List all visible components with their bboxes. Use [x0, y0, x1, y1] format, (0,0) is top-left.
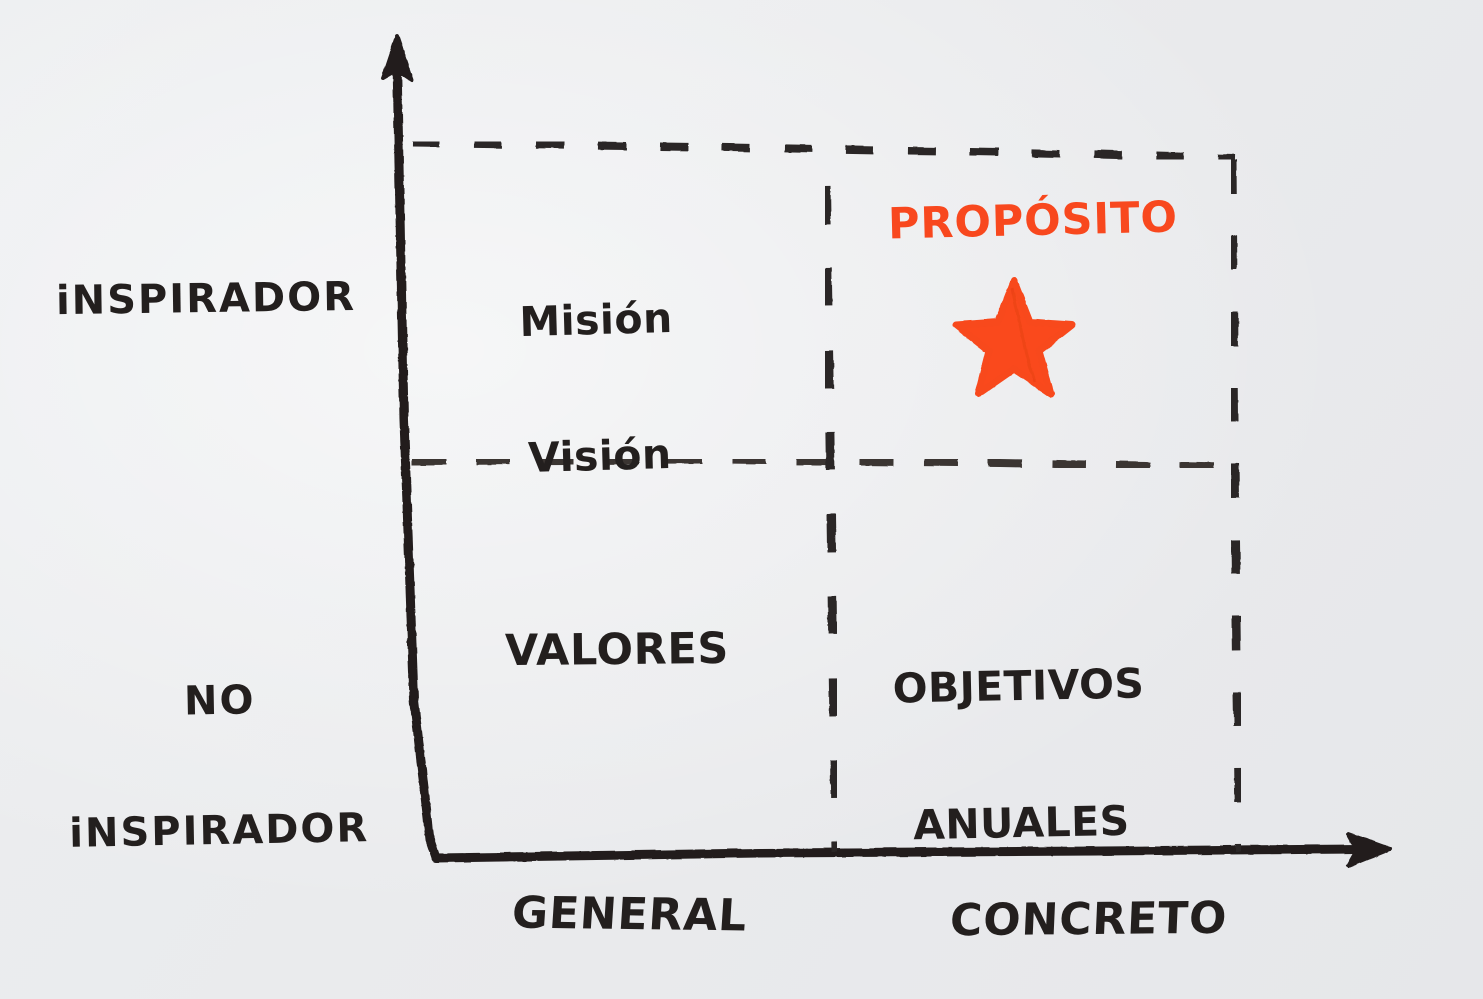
top-dashed-border: [411, 139, 1236, 162]
quadrant-label-top-right: PROPÓSITO: [887, 192, 1179, 250]
y-axis-low-label: NO iNSPIRADOR: [45, 592, 392, 941]
center-dashed-divider: [821, 185, 841, 853]
y-axis-low-label-line2: iNSPIRADOR: [68, 805, 370, 857]
right-dashed-border: [1227, 159, 1245, 853]
star-icon: [952, 277, 1076, 398]
y-axis-low-label-line1: NO: [183, 677, 256, 725]
middle-dashed-divider: [411, 455, 1233, 471]
quadrant-bottom-right-line2: ANUALES: [912, 796, 1131, 850]
quadrant-label-bottom-left: VALORES: [504, 623, 730, 677]
quadrant-label-top-left: Misión Visión: [483, 209, 713, 575]
y-axis: [381, 34, 441, 863]
quadrant-top-left-line1: Misión: [518, 293, 674, 347]
x-axis: [431, 832, 1392, 868]
quadrant-top-left-line2: Visión: [527, 430, 673, 483]
quadrant-label-bottom-right: OBJETIVOS ANUALES: [886, 575, 1154, 942]
y-axis-high-label: iNSPIRADOR: [55, 273, 357, 325]
quadrant-bottom-right-line1: OBJETIVOS: [892, 659, 1145, 713]
x-axis-low-label: GENERAL: [510, 887, 749, 942]
